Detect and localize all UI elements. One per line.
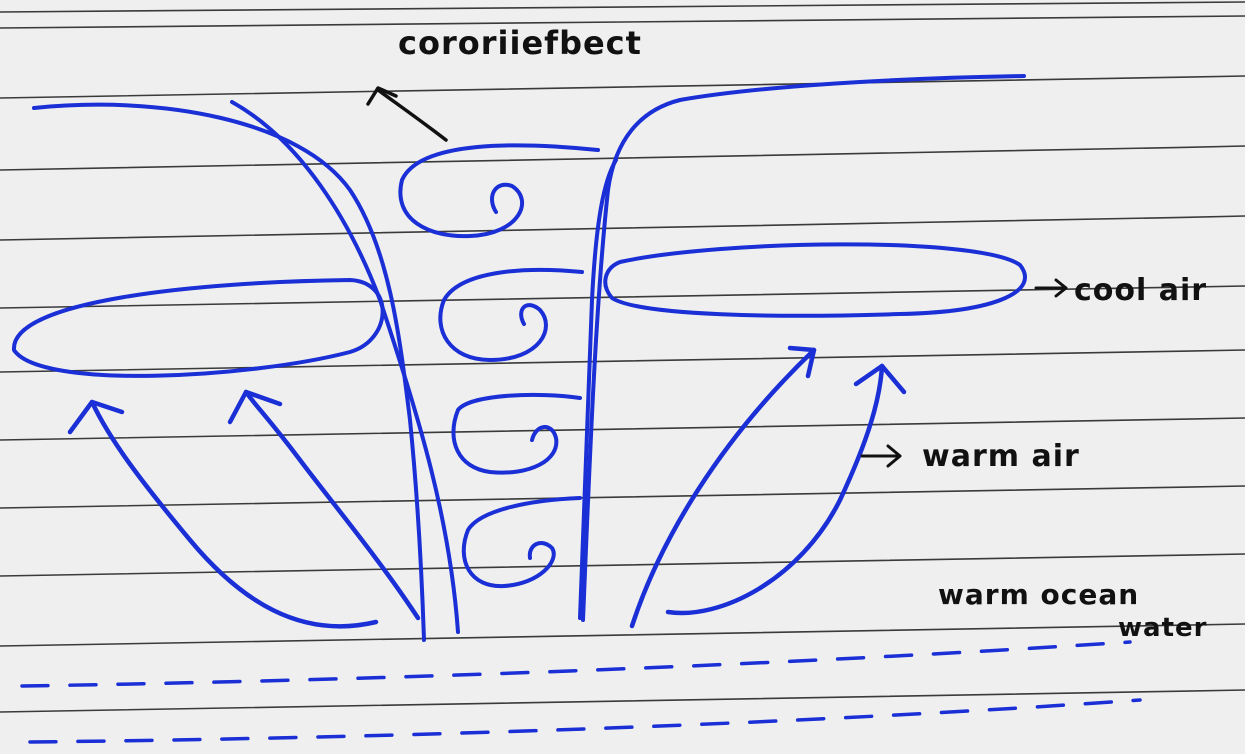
cool-air-label: cool air (1074, 273, 1207, 308)
ocean-water-dashes (22, 642, 1140, 742)
cool-air-ellipse-left (14, 280, 383, 376)
warm-air-arrow-2 (246, 392, 418, 618)
warm-air-arrow-3 (632, 350, 814, 626)
spiral-3 (453, 395, 580, 473)
spiral-4 (464, 498, 580, 586)
warm-ocean-label: warm ocean (938, 578, 1139, 611)
coriolis-effect-label: cororiiefbect (398, 24, 642, 62)
cool-air-pointer (1036, 280, 1066, 296)
warm-air-label: warm air (922, 439, 1080, 474)
water-label: water (1118, 613, 1207, 643)
spiral-2 (440, 270, 582, 360)
rotation-spirals (400, 145, 598, 586)
warm-air-pointer (862, 446, 900, 466)
coriolis-arrow (368, 88, 446, 140)
cool-air-ellipse-right (605, 244, 1025, 315)
